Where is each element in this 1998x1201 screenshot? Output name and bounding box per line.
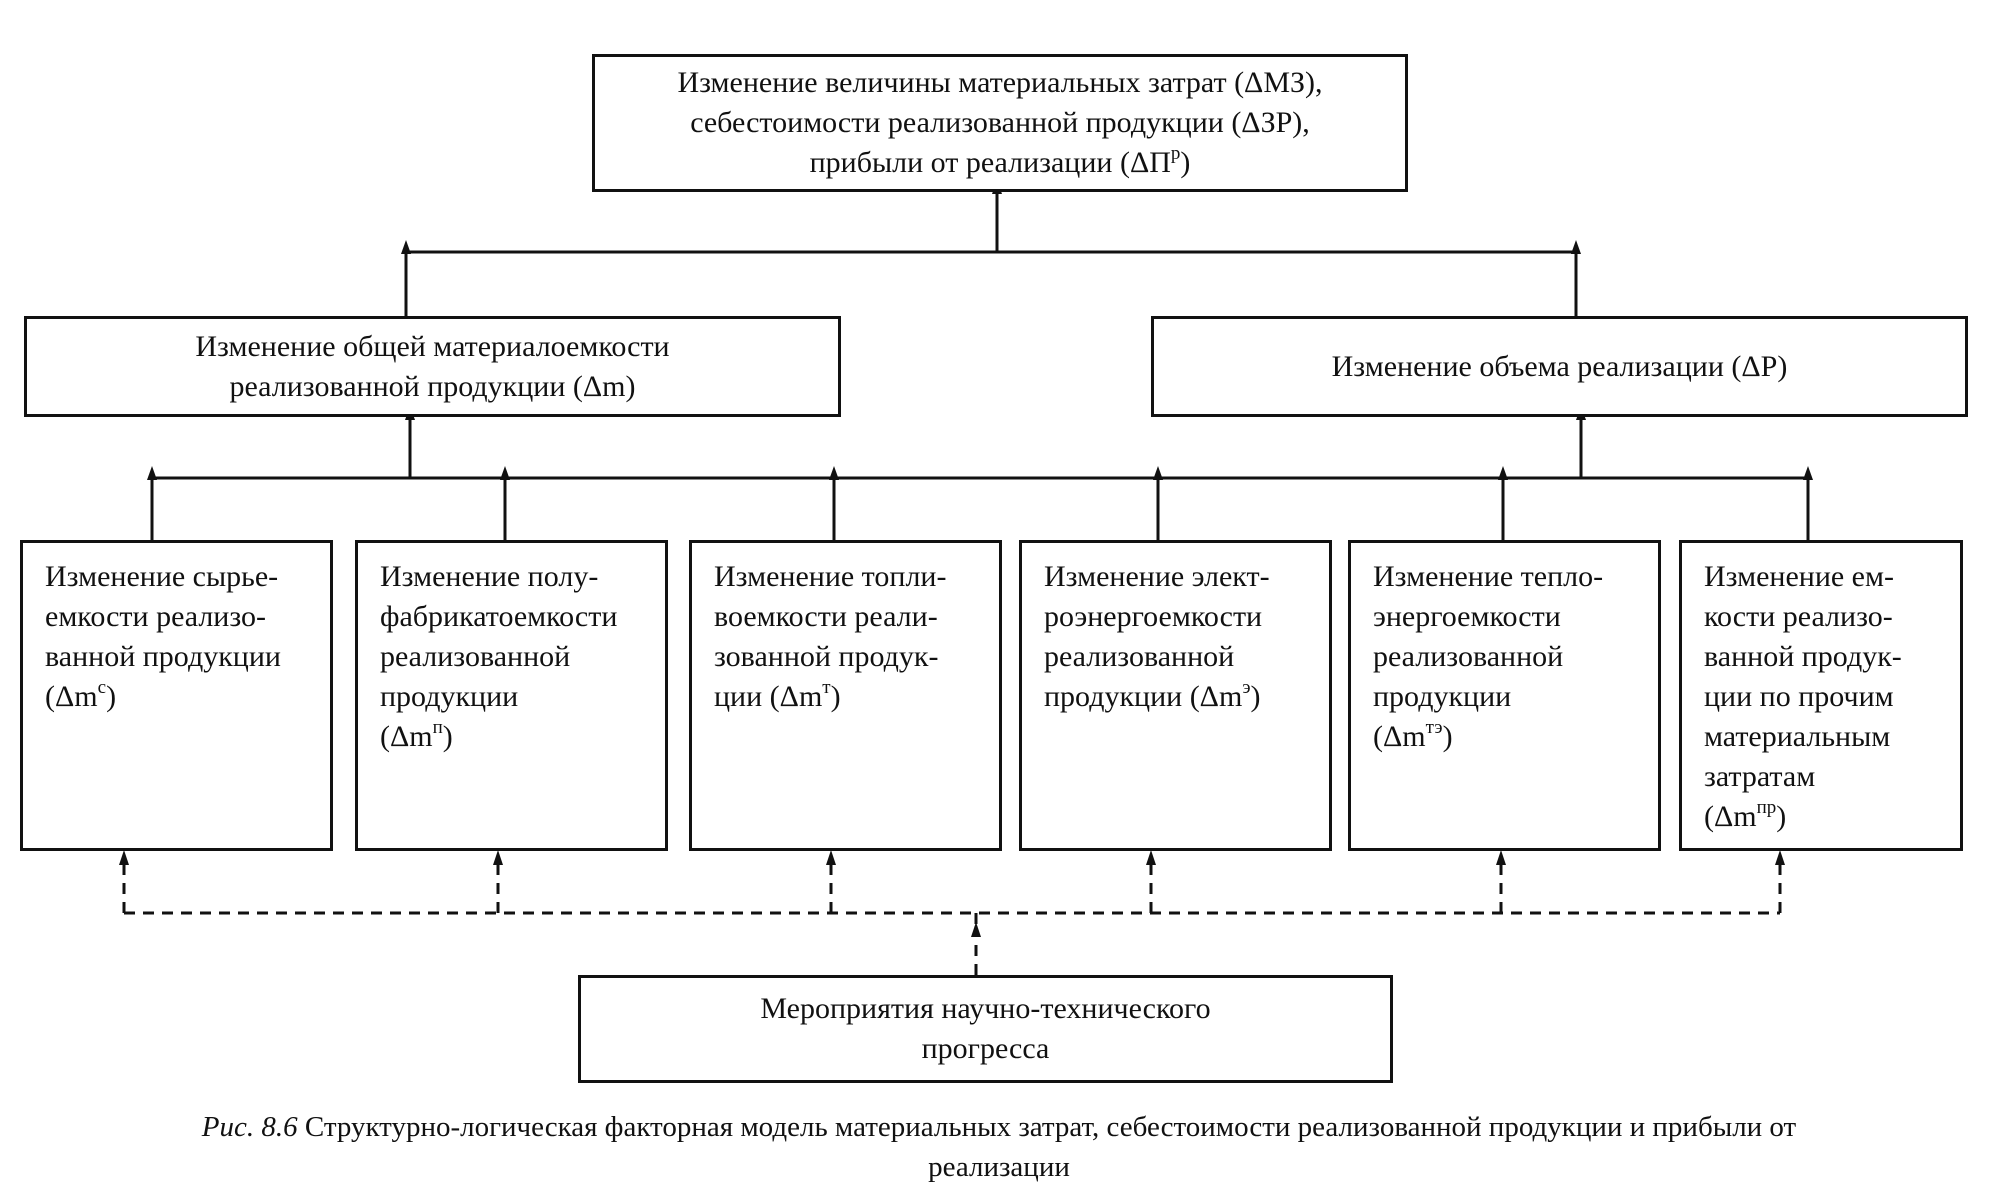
- factor-2-sup: п: [432, 717, 443, 738]
- factor-4-line-2: роэнергоемкости: [1044, 600, 1263, 633]
- mid-right-line-1: Изменение объема реализации (ΔР): [1331, 349, 1788, 383]
- factor-6-line-5: материальным: [1704, 720, 1891, 753]
- factor-4-close: ): [1250, 680, 1261, 713]
- factor-6-symbol: (Δmпр): [1704, 797, 1960, 837]
- figure-caption: Рис. 8.6 Структурно-логическая факторная…: [0, 1107, 1998, 1187]
- factor-4-sup: э: [1242, 677, 1251, 698]
- factor-3-close: ): [830, 680, 841, 713]
- factor-6-line-3: ванной продук-: [1704, 640, 1902, 673]
- factor-5-line-4: продукции: [1373, 680, 1512, 713]
- bottom-box-line-1: Мероприятия научно-технического: [760, 992, 1211, 1025]
- factor-5-line-3: реализованной: [1373, 640, 1564, 673]
- factor-5-line-2: энергоемкости: [1373, 600, 1561, 633]
- factor-box-semi-finished: Изменение полу- фабрикатоемкости реализо…: [355, 540, 668, 851]
- mid-left-box-material-intensity: Изменение общей материалоемкости реализо…: [24, 316, 841, 417]
- top-box-total-change: Изменение величины материальных затрат (…: [592, 54, 1408, 192]
- top-box-line-2: себестоимости реализованной продукции (Δ…: [690, 106, 1310, 139]
- factor-1-close: ): [106, 680, 117, 713]
- factor-5-close: ): [1442, 720, 1453, 753]
- mid-left-line-2: реализованной продукции (Δm): [229, 369, 636, 403]
- factor-box-fuel: Изменение топли- воемкости реали- зованн…: [689, 540, 1002, 851]
- caption-text: Структурно-логическая факторная модель м…: [297, 1111, 1797, 1143]
- factor-2-line-2: фабрикатоемкости: [380, 600, 618, 633]
- factor-2-sym: (Δm: [380, 720, 433, 753]
- factor-box-heat-energy: Изменение тепло- энергоемкости реализова…: [1348, 540, 1661, 851]
- factor-4-line-3: реализованной: [1044, 640, 1235, 673]
- factor-6-line-1: Изменение ем-: [1704, 560, 1894, 593]
- factor-4-sym: продукции (Δm: [1044, 680, 1243, 713]
- factor-1-line-3: ванной продукции: [45, 640, 281, 673]
- factor-1-sym: (Δm: [45, 680, 98, 713]
- top-box-line-3-sup: р: [1170, 143, 1181, 164]
- caption-label: Рис. 8.6: [201, 1111, 298, 1143]
- factor-6-line-2: кости реализо-: [1704, 600, 1893, 633]
- factor-5-line-1: Изменение тепло-: [1373, 560, 1604, 593]
- factor-1-line-1: Изменение сырье-: [45, 560, 279, 593]
- factor-2-line-4: продукции: [380, 680, 519, 713]
- caption-line-2: реализации: [928, 1151, 1070, 1183]
- factor-4-symbol: продукции (Δmэ): [1044, 677, 1329, 717]
- factor-6-line-6: затратам: [1704, 760, 1816, 793]
- top-box-line-3: прибыли от реализации (ΔПр): [810, 143, 1191, 183]
- factor-6-sup: пр: [1756, 797, 1777, 818]
- factor-2-line-3: реализованной: [380, 640, 571, 673]
- factor-5-sup: тэ: [1425, 717, 1443, 738]
- factor-1-line-2: емкости реализо-: [45, 600, 267, 633]
- factor-3-line-2: воемкости реали-: [714, 600, 938, 633]
- mid-left-line-1: Изменение общей материалоемкости: [195, 329, 670, 363]
- factor-2-close: ): [442, 720, 453, 753]
- factor-6-line-4: ции по прочим: [1704, 680, 1894, 713]
- bottom-box-line-2: прогресса: [921, 1032, 1050, 1065]
- factor-5-sym: (Δm: [1373, 720, 1426, 753]
- factor-3-symbol: ции (Δmт): [714, 677, 999, 717]
- top-box-line-3-text: прибыли от реализации (ΔП: [809, 146, 1171, 179]
- factor-1-symbol: (Δmс): [45, 677, 330, 717]
- factor-2-symbol: (Δmп): [380, 717, 665, 757]
- factor-3-line-3: зованной продук-: [714, 640, 939, 673]
- factor-1-sup: с: [97, 677, 107, 698]
- factor-3-line-1: Изменение топли-: [714, 560, 947, 593]
- factor-6-close: ): [1776, 800, 1787, 833]
- factor-3-sup: т: [822, 677, 831, 698]
- factor-box-electricity: Изменение элект- роэнергоемкости реализо…: [1019, 540, 1332, 851]
- factor-5-symbol: (Δmтэ): [1373, 717, 1658, 757]
- factor-6-sym: (Δm: [1704, 800, 1757, 833]
- factor-box-other-materials: Изменение ем- кости реализо- ванной прод…: [1679, 540, 1963, 851]
- factor-box-raw-materials: Изменение сырье- емкости реализо- ванной…: [20, 540, 333, 851]
- factor-4-line-1: Изменение элект-: [1044, 560, 1270, 593]
- factor-2-line-1: Изменение полу-: [380, 560, 599, 593]
- mid-right-box-sales-volume: Изменение объема реализации (ΔР): [1151, 316, 1968, 417]
- top-box-line-1: Изменение величины материальных затрат (…: [677, 66, 1323, 99]
- top-box-line-3-close: ): [1180, 146, 1191, 179]
- factor-3-sym: ции (Δm: [714, 680, 823, 713]
- caption-line-1: Рис. 8.6 Структурно-логическая факторная…: [0, 1107, 1998, 1147]
- bottom-box-tech-progress: Мероприятия научно-технического прогресс…: [578, 975, 1393, 1083]
